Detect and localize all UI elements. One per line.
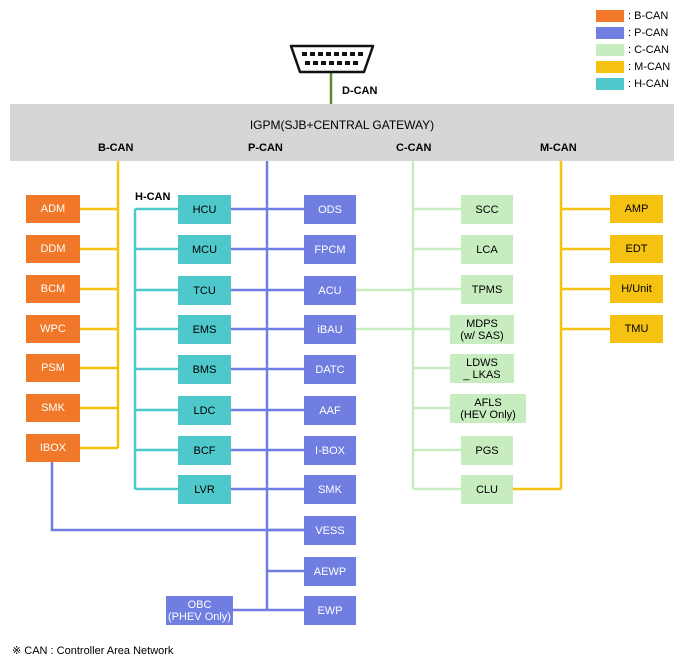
legend-swatch xyxy=(596,44,624,56)
module-pgs: PGS xyxy=(461,436,513,465)
module-mcu: MCU xyxy=(178,235,231,264)
module-i-box: I-BOX xyxy=(304,436,356,465)
module-ibau: iBAU xyxy=(304,315,356,344)
module-tmu: TMU xyxy=(610,315,663,343)
pcan-bus xyxy=(50,161,304,612)
module-tcu: TCU xyxy=(178,276,231,305)
module-lvr: LVR xyxy=(178,475,231,504)
module-datc: DATC xyxy=(304,355,356,384)
legend-item-bcan: : B-CAN xyxy=(596,10,668,22)
module-psm: PSM xyxy=(26,354,80,382)
module-smk-bcan: SMK xyxy=(26,394,80,422)
module-ldc: LDC xyxy=(178,396,231,425)
module-amp: AMP xyxy=(610,195,663,223)
legend-item-pcan: : P-CAN xyxy=(596,27,668,39)
module-ldws-lkas: LDWS _ LKAS xyxy=(450,354,514,383)
module-obc: OBC (PHEV Only) xyxy=(166,596,233,625)
legend-label: : M-CAN xyxy=(628,61,671,73)
legend-item-hcan: : H-CAN xyxy=(596,78,669,90)
legend-swatch xyxy=(596,27,624,39)
module-mdps: MDPS (w/ SAS) xyxy=(450,315,514,344)
legend-label: : P-CAN xyxy=(628,27,669,39)
module-ods: ODS xyxy=(304,195,356,224)
module-adm: ADM xyxy=(26,195,80,223)
legend-item-ccan: : C-CAN xyxy=(596,44,669,56)
pcan-label: P-CAN xyxy=(248,142,283,154)
module-lca: LCA xyxy=(461,235,513,264)
legend-label: : H-CAN xyxy=(628,78,669,90)
module-edt: EDT xyxy=(610,235,663,263)
module-h-unit: H/Unit xyxy=(610,275,663,303)
module-ddm: DDM xyxy=(26,235,80,263)
module-ibox: IBOX xyxy=(26,434,80,462)
legend-item-mcan: : M-CAN xyxy=(596,61,670,73)
module-acu: ACU xyxy=(304,276,356,305)
module-tpms: TPMS xyxy=(461,275,513,304)
module-wpc: WPC xyxy=(26,315,80,343)
mcan-bus xyxy=(513,161,610,491)
module-bcf: BCF xyxy=(178,436,231,465)
module-ems: EMS xyxy=(178,315,231,344)
legend-label: : C-CAN xyxy=(628,44,669,56)
module-scc: SCC xyxy=(461,195,513,224)
footnote: ※ CAN : Controller Area Network xyxy=(12,645,174,657)
module-smk-pcan: SMK xyxy=(304,475,356,504)
ccan-label: C-CAN xyxy=(396,142,432,154)
module-bms: BMS xyxy=(178,355,231,384)
module-fpcm: FPCM xyxy=(304,235,356,264)
module-aewp: AEWP xyxy=(304,557,356,586)
legend-swatch xyxy=(596,61,624,73)
obd-connector-icon xyxy=(289,44,375,74)
module-afls: AFLS (HEV Only) xyxy=(450,394,526,423)
bcan-label: B-CAN xyxy=(98,142,134,154)
module-hcu: HCU xyxy=(178,195,231,224)
bcan-bus xyxy=(80,161,120,450)
mcan-label: M-CAN xyxy=(540,142,577,154)
legend-swatch xyxy=(596,78,624,90)
legend-label: : B-CAN xyxy=(628,10,669,22)
module-aaf: AAF xyxy=(304,396,356,425)
legend-swatch xyxy=(596,10,624,22)
hcan-bus xyxy=(133,207,178,491)
ccan-bus xyxy=(356,161,461,491)
module-clu: CLU xyxy=(461,475,513,504)
module-bcm: BCM xyxy=(26,275,80,303)
module-vess: VESS xyxy=(304,516,356,545)
gateway-block xyxy=(10,104,674,161)
dcan-label: D-CAN xyxy=(342,85,378,97)
hcan-label: H-CAN xyxy=(135,191,171,203)
module-ewp: EWP xyxy=(304,596,356,625)
gateway-title: IGPM(SJB+CENTRAL GATEWAY) xyxy=(249,118,435,132)
